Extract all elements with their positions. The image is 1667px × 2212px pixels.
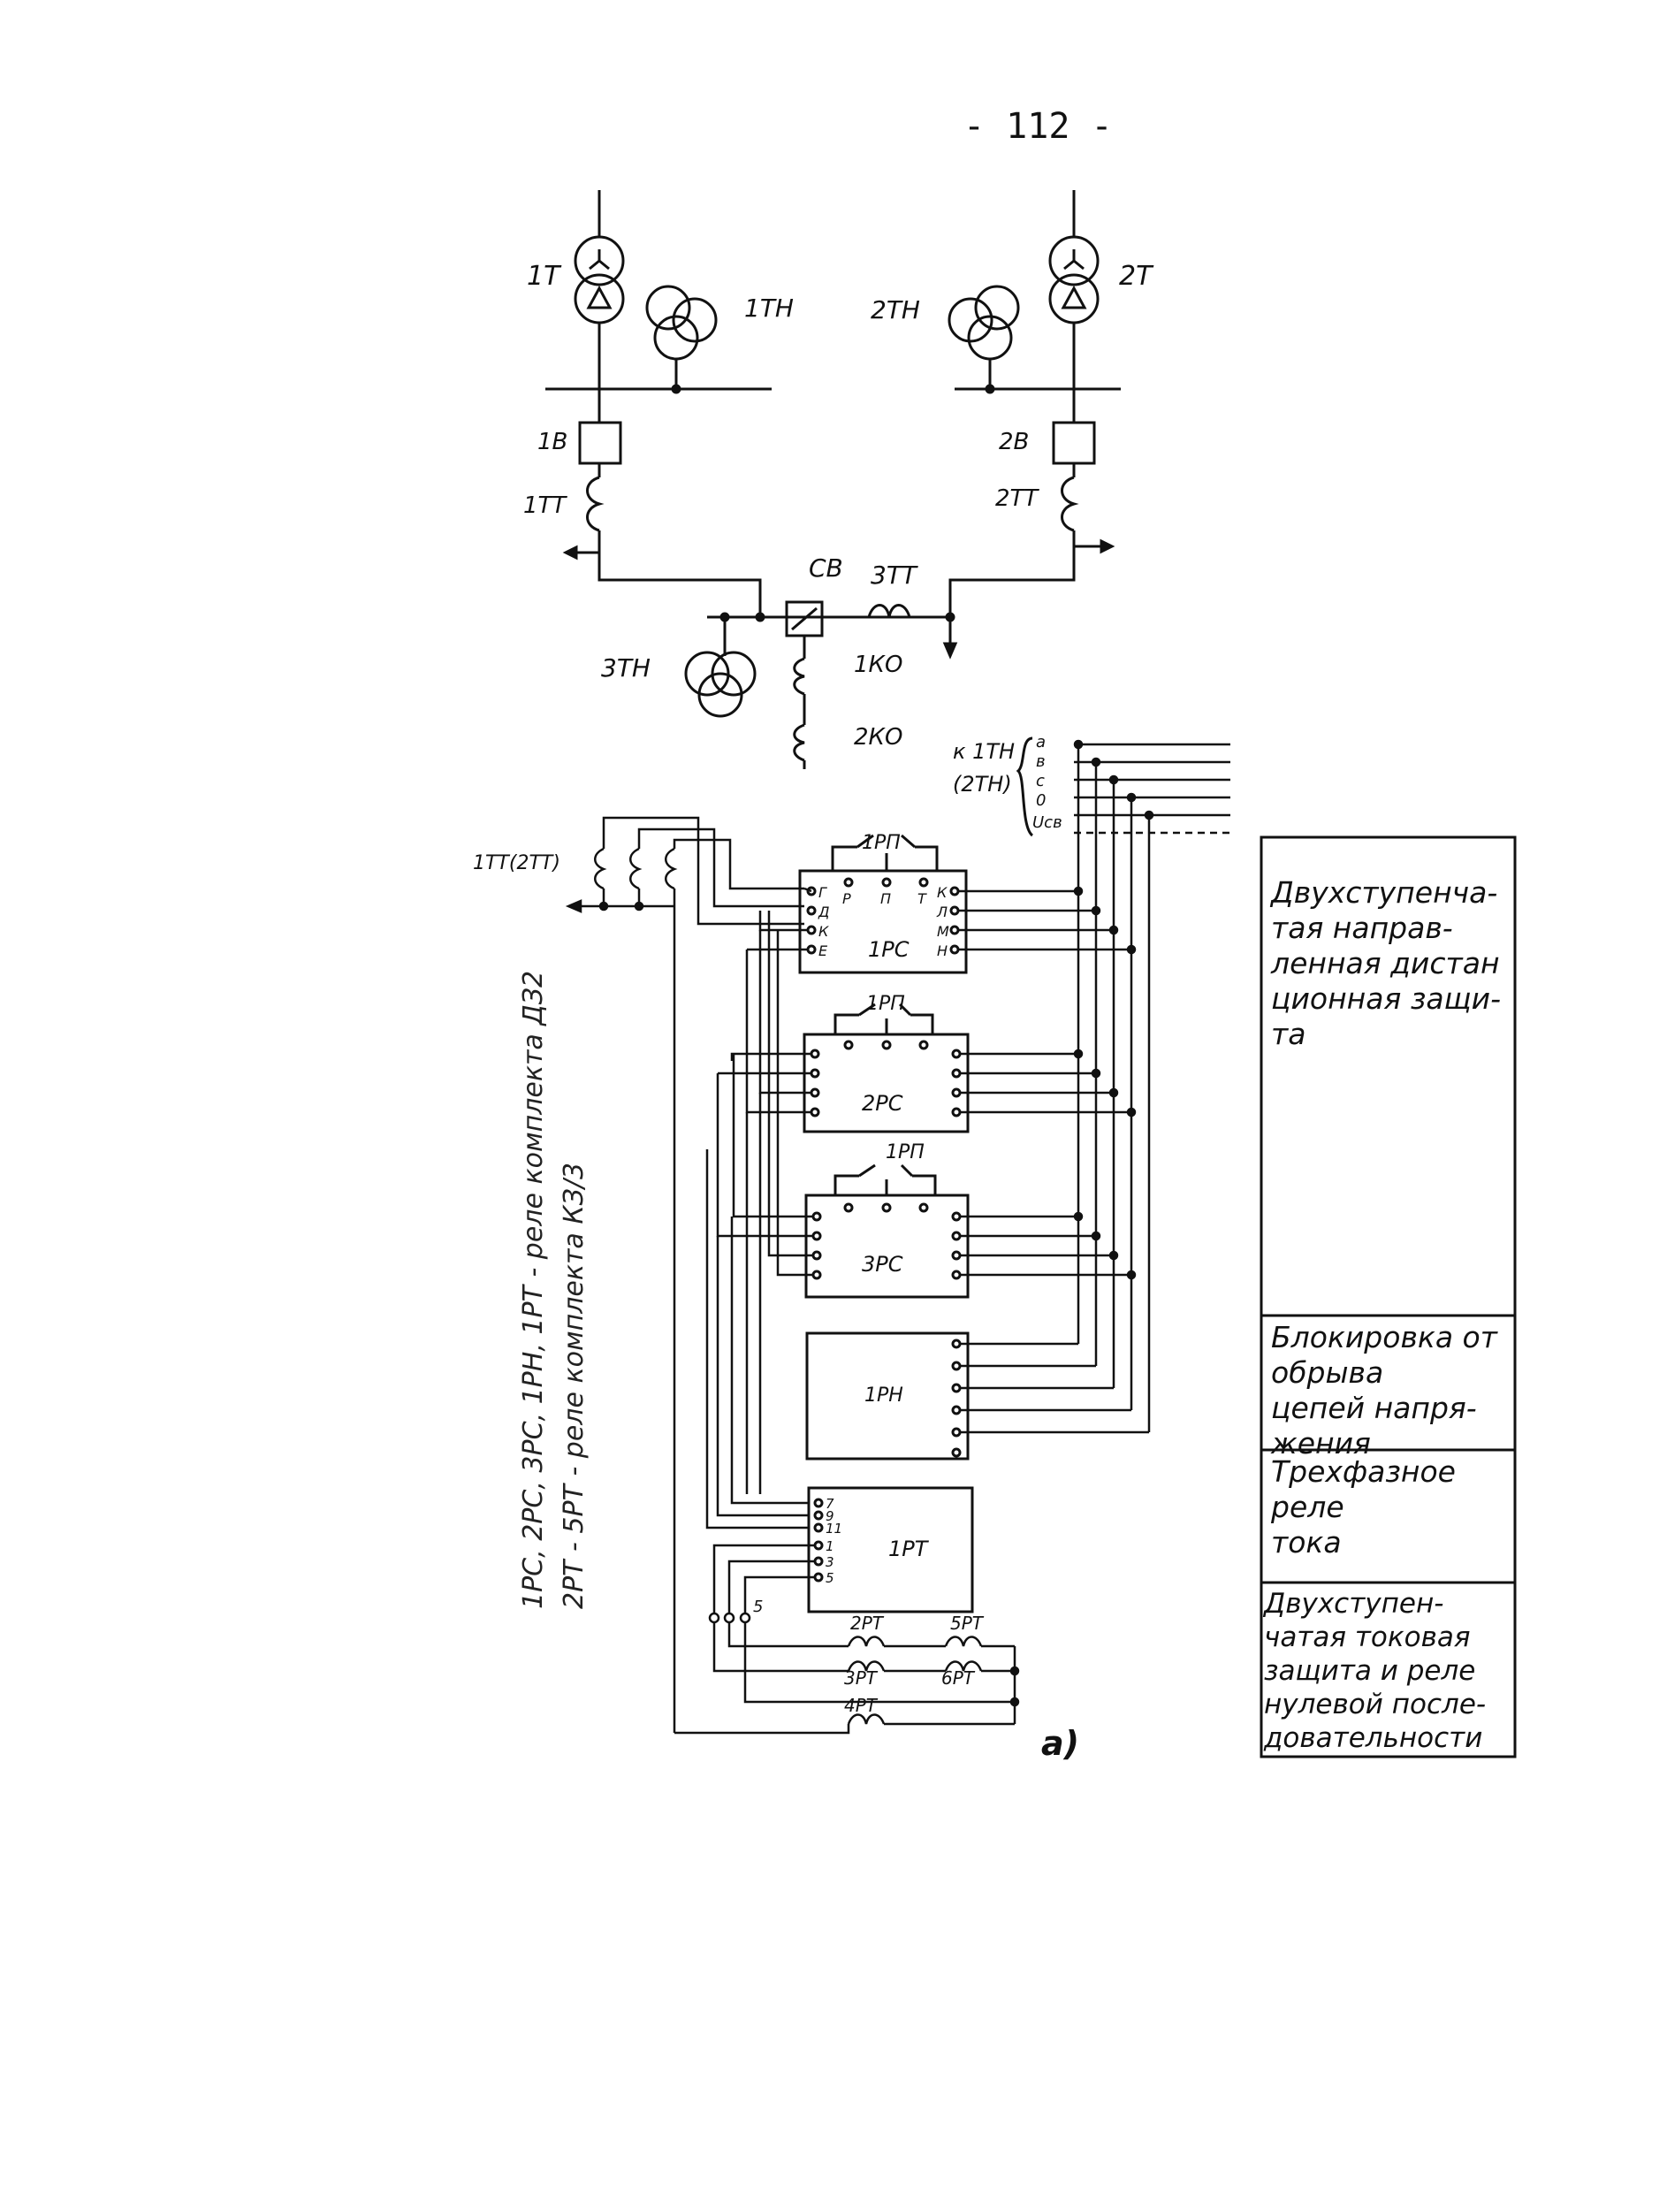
- rs1-term-k: К: [818, 923, 829, 940]
- label-ct-input: 1ТТ(2ТТ): [473, 852, 560, 874]
- label-rt-terminal-5: 5: [753, 1598, 763, 1616]
- ct-1tt-symbol: [586, 476, 605, 532]
- rs1-term-t: Т: [917, 890, 927, 907]
- label-1tt: 1ТТ: [523, 492, 567, 519]
- ko2-symbol: [793, 723, 805, 762]
- label-rp-1: 1РП: [862, 832, 901, 854]
- label-vt-input-top: к 1ТН: [953, 739, 1015, 764]
- label-2b: 2В: [999, 429, 1029, 455]
- rs1-term-kr: К: [937, 884, 948, 901]
- bus-label-0: 0: [1036, 791, 1046, 810]
- rs1-term-d: Д: [818, 904, 830, 920]
- side-note-line-1: 1РС, 2РС, 3РС, 1РН, 1РТ - реле комплекта…: [518, 970, 549, 1609]
- label-2tn: 2ТН: [871, 295, 920, 324]
- label-rt3: 3РТ: [844, 1667, 879, 1689]
- figure-label: а): [1041, 1724, 1079, 1763]
- vt-3tn-symbol: [684, 651, 757, 718]
- label-3tn: 3ТН: [601, 653, 651, 683]
- vt-1tn-symbol: [645, 285, 718, 394]
- ct-3tt-symbol: [867, 604, 911, 618]
- vt-2tn-symbol: [948, 285, 1020, 394]
- rs1-term-e: Е: [818, 942, 828, 959]
- label-1b: 1В: [537, 429, 567, 455]
- label-rt6: 6РТ: [941, 1667, 976, 1689]
- rt-term-11: 11: [826, 1521, 842, 1537]
- relay-1rn: [805, 1331, 970, 1461]
- legend-table: [1260, 835, 1517, 1758]
- label-2tt: 2ТТ: [995, 485, 1039, 512]
- label-rn: 1РН: [864, 1384, 903, 1407]
- label-rs-3: 3РС: [862, 1252, 903, 1277]
- label-rt: 1РТ: [888, 1537, 930, 1561]
- rt-term-3: 3: [826, 1554, 834, 1570]
- breaker-1b-symbol: [578, 421, 622, 465]
- label-rp-2: 1РП: [866, 993, 905, 1015]
- label-1ko: 1КО: [854, 652, 902, 678]
- bus-label-c: с: [1036, 772, 1045, 790]
- legend-voltage-blocking: Блокировка от обрыва цепей напря- жения: [1271, 1320, 1497, 1461]
- rs1-term-g: Г: [818, 884, 827, 901]
- label-rt4: 4РТ: [844, 1695, 879, 1716]
- label-2t: 2Т: [1119, 261, 1154, 292]
- relay-1rt: [807, 1486, 974, 1613]
- ct-secondary-windings: [565, 816, 804, 1733]
- ko1-symbol: [793, 657, 805, 696]
- label-rs-2: 2РС: [862, 1091, 903, 1116]
- rt-term-9: 9: [826, 1508, 834, 1524]
- voltage-bus-lines: [1073, 739, 1230, 1432]
- page-number: - 112 -: [963, 106, 1113, 147]
- vt-input-brace: [1016, 736, 1034, 837]
- relay-3rs: [804, 1163, 970, 1299]
- label-rp-3: 1РП: [886, 1141, 925, 1163]
- bus-label-a: а: [1036, 733, 1046, 751]
- legend-distance-protection: Двухступенча- тая направ- ленная дистан …: [1271, 875, 1502, 1051]
- label-sv: СВ: [809, 553, 843, 583]
- rt-term-1: 1: [826, 1538, 834, 1554]
- rs1-term-p: П: [880, 890, 891, 907]
- label-2ko: 2КО: [854, 724, 902, 751]
- ct-2tt-symbol: [1061, 476, 1079, 532]
- legend-three-phase-relay: Трехфазное реле тока: [1271, 1454, 1456, 1560]
- transformer-2t-symbol: [1048, 190, 1100, 389]
- label-vt-input-bottom: (2ТН): [953, 772, 1012, 797]
- left-wiring: [705, 887, 813, 1529]
- bus-label-usv: Uсв: [1032, 813, 1062, 832]
- transformer-1t-symbol: [574, 190, 625, 389]
- label-rs-1: 1РС: [868, 937, 910, 962]
- label-1t: 1Т: [527, 261, 562, 292]
- legend-current-protection: Двухступен- чатая токовая защита и реле …: [1264, 1588, 1487, 1754]
- rs1-term-n: Н: [937, 942, 948, 959]
- label-rt2: 2РТ: [850, 1613, 885, 1634]
- bus-label-b: в: [1036, 752, 1046, 771]
- rt-term-7: 7: [826, 1496, 834, 1512]
- rt-term-5: 5: [826, 1570, 834, 1586]
- rs1-term-l: Л: [936, 904, 948, 920]
- rs1-term-m: М: [937, 923, 949, 940]
- label-1tn: 1ТН: [744, 294, 794, 323]
- label-rt5: 5РТ: [950, 1613, 985, 1634]
- breaker-2b-symbol: [1052, 421, 1096, 465]
- label-3tt: 3ТТ: [871, 561, 918, 590]
- side-note-line-2: 2РТ - 5РТ - реле комплекта КЗ/3: [559, 1162, 590, 1609]
- current-relay-coils: [674, 1544, 1020, 1735]
- rs1-term-r: Р: [842, 890, 851, 907]
